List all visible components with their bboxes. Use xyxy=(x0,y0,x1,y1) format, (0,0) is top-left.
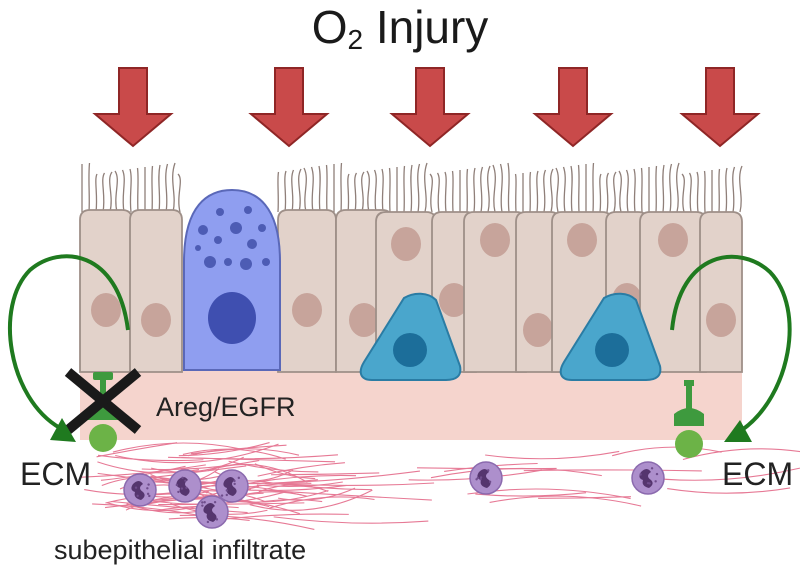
neutrophil-icon xyxy=(215,469,249,503)
ecm-right-label: ECM xyxy=(722,456,794,492)
ligand-dot-icon xyxy=(675,430,703,458)
down-arrow-icon xyxy=(94,67,172,147)
down-arrow-icon xyxy=(250,67,328,147)
ligand-dot-icon xyxy=(89,424,117,452)
basal-cell-right xyxy=(559,292,662,381)
cell-nucleus xyxy=(523,313,553,347)
basal-nucleus xyxy=(393,333,427,367)
cell-nucleus xyxy=(480,223,510,257)
goblet-cell xyxy=(183,188,281,371)
receptor-right xyxy=(674,380,704,458)
neutrophil-icon xyxy=(123,473,157,507)
title-suffix: Injury xyxy=(363,1,489,53)
cell-nucleus xyxy=(349,303,379,337)
mucin-granules xyxy=(195,206,270,270)
basal-nucleus xyxy=(595,333,629,367)
feedback-arrow-right xyxy=(670,254,792,442)
down-arrow-icon xyxy=(534,67,612,147)
epithelial-cell xyxy=(277,209,337,373)
curved-arrow-icon xyxy=(8,254,130,430)
cell-nucleus xyxy=(292,293,322,327)
cell-nucleus xyxy=(439,283,469,317)
cell-nucleus xyxy=(567,223,597,257)
cell-nucleus xyxy=(91,293,121,327)
cell-nucleus xyxy=(706,303,736,337)
cell-nucleus xyxy=(141,303,171,337)
title-main: O xyxy=(311,1,348,53)
down-arrow-icon xyxy=(391,67,469,147)
areg-egfr-label: Areg/EGFR xyxy=(156,392,296,422)
cell-nucleus xyxy=(391,227,421,261)
feedback-arrow-left xyxy=(8,254,130,442)
cell-nucleus xyxy=(658,223,688,257)
cross-mark-icon xyxy=(64,368,142,434)
epithelial-cell xyxy=(79,209,133,373)
basal-cell-left xyxy=(359,292,462,381)
ecm-left-label: ECM xyxy=(20,456,92,492)
injury-arrows xyxy=(94,67,759,147)
goblet-nucleus xyxy=(208,292,256,344)
receptor-icon xyxy=(100,374,106,404)
subepithelial-infiltrate-label: subepithelial infiltrate xyxy=(54,535,307,565)
epithelial-cell xyxy=(699,211,743,373)
subepithelial-infiltrate-cells xyxy=(123,461,665,529)
receptor-icon xyxy=(686,384,692,412)
epithelial-cell xyxy=(129,209,183,373)
title-subscript: 2 xyxy=(347,24,364,55)
cilia-layer xyxy=(81,162,743,213)
neutrophil-icon xyxy=(195,495,229,529)
neutrophil-icon xyxy=(631,461,665,495)
neutrophil-icon xyxy=(469,461,503,495)
diagram-title: O2 Injury xyxy=(0,1,800,54)
neutrophil-icon xyxy=(168,469,202,503)
down-arrow-icon xyxy=(681,67,759,147)
curved-arrow-icon xyxy=(670,254,792,432)
